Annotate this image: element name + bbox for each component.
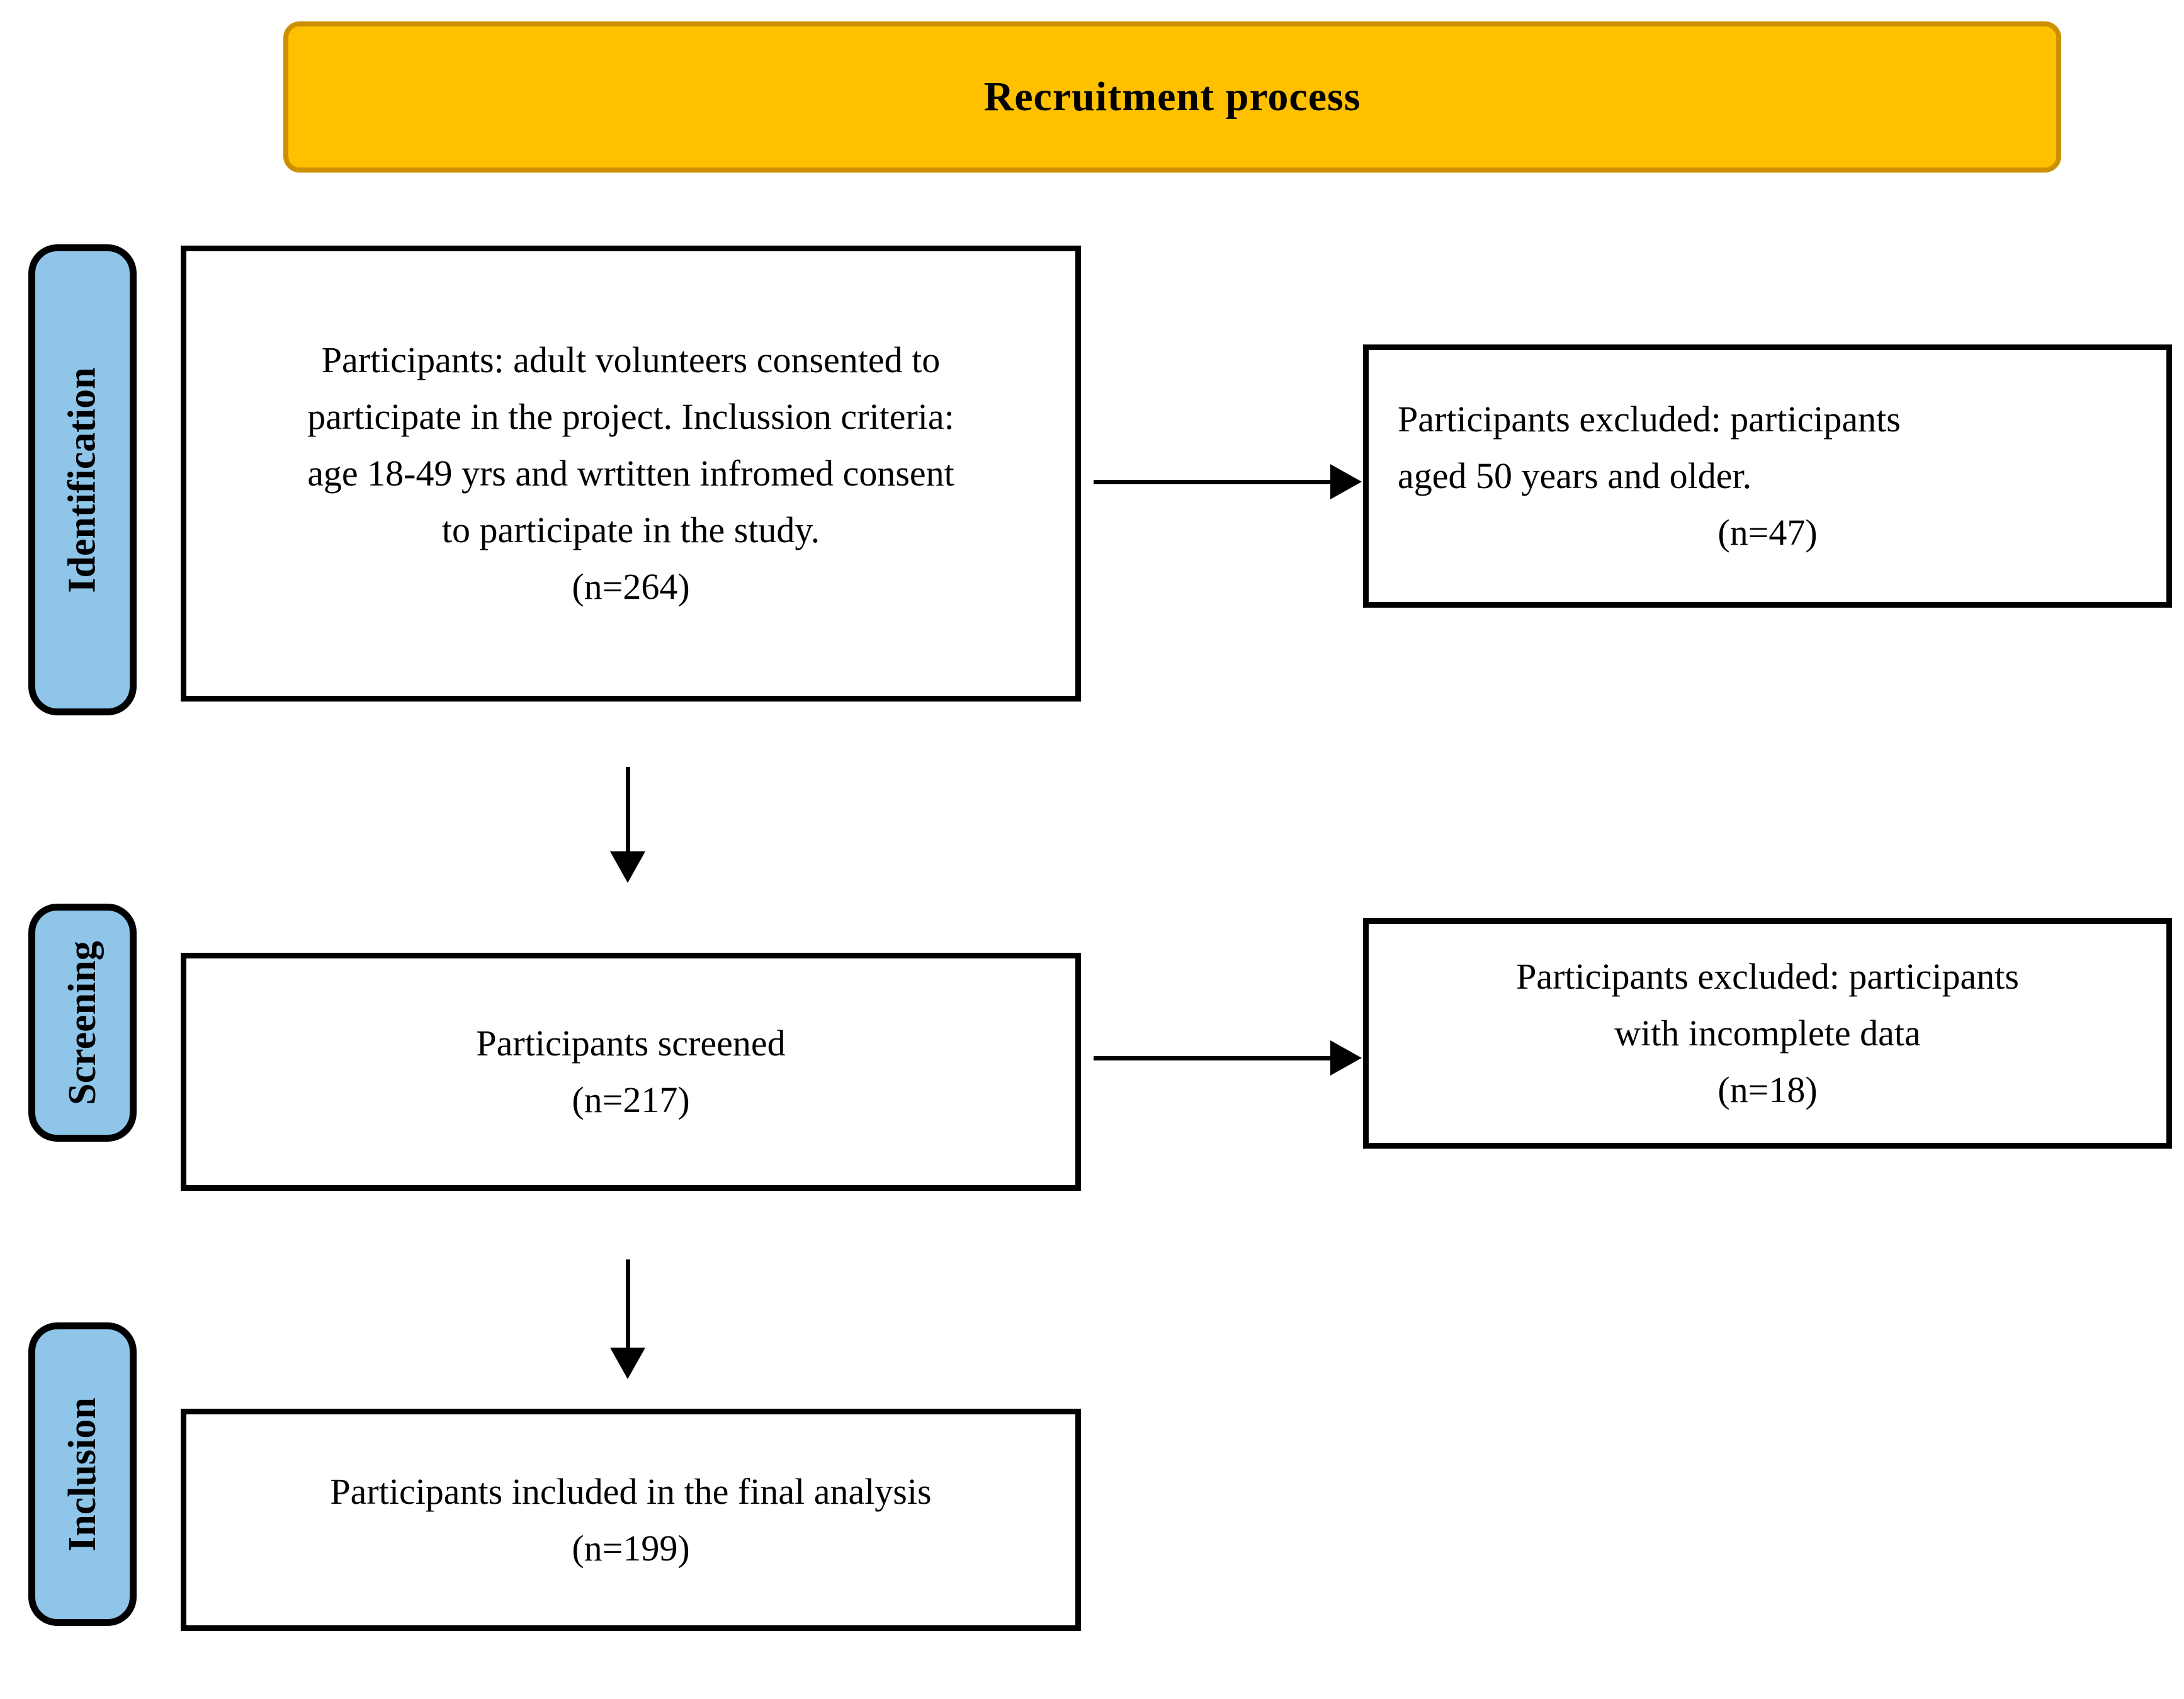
stage-label-screening: Screening <box>28 904 137 1142</box>
box-excluded-aged-50-text: Participants excluded: participants aged… <box>1398 399 1901 497</box>
box-excluded-incomplete-data: Participants excluded: participants with… <box>1363 918 2172 1149</box>
arrow-screening-to-excluded-line <box>1094 1056 1334 1060</box>
box-participants-screened-text: Participants screened (n=217) <box>476 1023 786 1120</box>
box-participants-consented: Participants: adult volunteers consented… <box>181 246 1081 702</box>
arrow-down-icon <box>610 1348 645 1379</box>
page-title: Recruitment process <box>983 74 1361 120</box>
stage-label-inclusion-text: Inclusion <box>60 1397 104 1552</box>
box-participants-screened: Participants screened (n=217) <box>181 953 1081 1191</box>
arrow-down-icon <box>610 851 645 883</box>
stage-label-identification-text: Identification <box>60 367 104 593</box>
box-excluded-incomplete-data-text: Participants excluded: participants with… <box>1516 956 2019 1110</box>
box-excluded-aged-50-n: (n=47) <box>1717 511 1818 553</box>
arrow-identification-to-screening-line <box>626 767 630 855</box>
arrow-right-icon <box>1330 464 1362 499</box>
arrow-identification-to-excluded-line <box>1094 480 1334 484</box>
box-participants-consented-text: Participants: adult volunteers consented… <box>307 339 954 607</box>
box-final-analysis: Participants included in the final analy… <box>181 1409 1081 1631</box>
arrow-right-icon <box>1330 1040 1362 1076</box>
stage-label-identification: Identification <box>28 244 137 715</box>
title-banner: Recruitment process <box>283 21 2061 173</box>
box-excluded-aged-50: Participants excluded: participants aged… <box>1363 344 2172 608</box>
box-final-analysis-text: Participants included in the final analy… <box>330 1470 932 1569</box>
arrow-screening-to-inclusion-line <box>626 1259 630 1351</box>
stage-label-screening-text: Screening <box>60 940 104 1105</box>
stage-label-inclusion: Inclusion <box>28 1322 137 1626</box>
